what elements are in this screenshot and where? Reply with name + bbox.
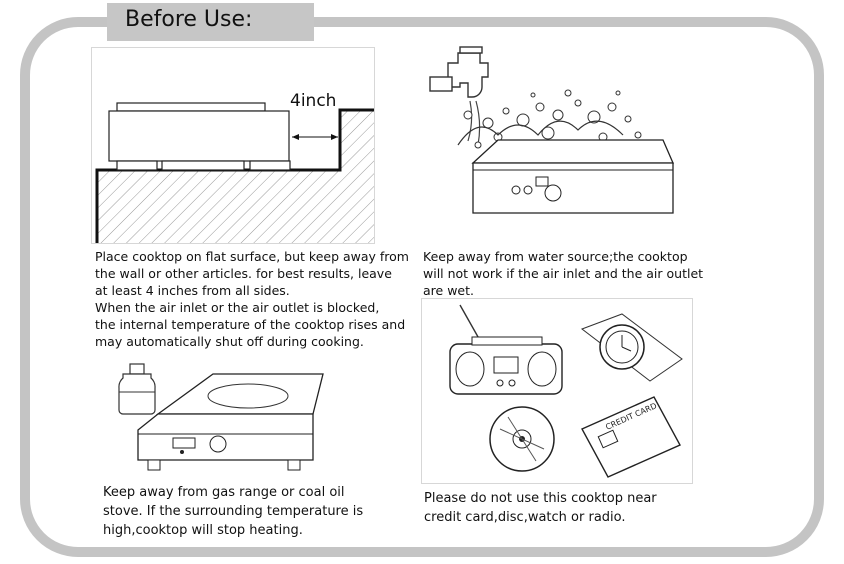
credit-card-icon: CREDIT CARD	[581, 396, 681, 478]
caption-line: Keep away from water source;the cooktop	[423, 249, 688, 264]
caption-line: high,cooktop will stop heating.	[103, 523, 303, 538]
dimension-label: 4inch	[290, 91, 336, 111]
wall-clearance-caption: Place cooktop on flat surface, but keep …	[95, 248, 409, 350]
objects-panel: CREDIT CARD	[421, 298, 693, 484]
caption-line: When the air inlet or the air outlet is …	[95, 300, 380, 315]
title-tab	[107, 3, 314, 41]
caption-line: the internal temperature of the cooktop …	[95, 317, 406, 332]
caption-line: will not work if the air inlet and the a…	[423, 266, 704, 281]
watch-icon	[580, 313, 683, 382]
page-title: Before Use:	[125, 7, 253, 32]
wall-clearance-panel: 4inch	[91, 47, 375, 244]
gas-caption: Keep away from gas range or coal oil sto…	[103, 483, 363, 540]
objects-illustration: CREDIT CARD	[449, 304, 683, 478]
caption-line: Place cooktop on flat surface, but keep …	[95, 249, 409, 264]
caption-line: Please do not use this cooktop near	[424, 491, 657, 506]
caption-line: may automatically shut off during cookin…	[95, 334, 364, 349]
caption-line: stove. If the surrounding temperature is	[103, 504, 364, 519]
caption-line: credit card,disc,watch or radio.	[424, 510, 626, 525]
water-splash-illustration	[429, 46, 674, 214]
wall-clearance-illustration: 4inch	[95, 91, 374, 243]
caption-line: are wet.	[423, 283, 474, 298]
caption-line: at least 4 inches from all sides.	[95, 283, 290, 298]
caption-line: Keep away from gas range or coal oil	[103, 485, 345, 500]
radio-icon	[449, 304, 563, 395]
objects-caption: Please do not use this cooktop near cred…	[424, 489, 657, 527]
caption-line: the wall or other articles. for best res…	[95, 266, 392, 281]
water-caption: Keep away from water source;the cooktop …	[423, 248, 703, 299]
disc-icon	[489, 406, 555, 472]
gas-cooktop-illustration	[118, 363, 324, 471]
